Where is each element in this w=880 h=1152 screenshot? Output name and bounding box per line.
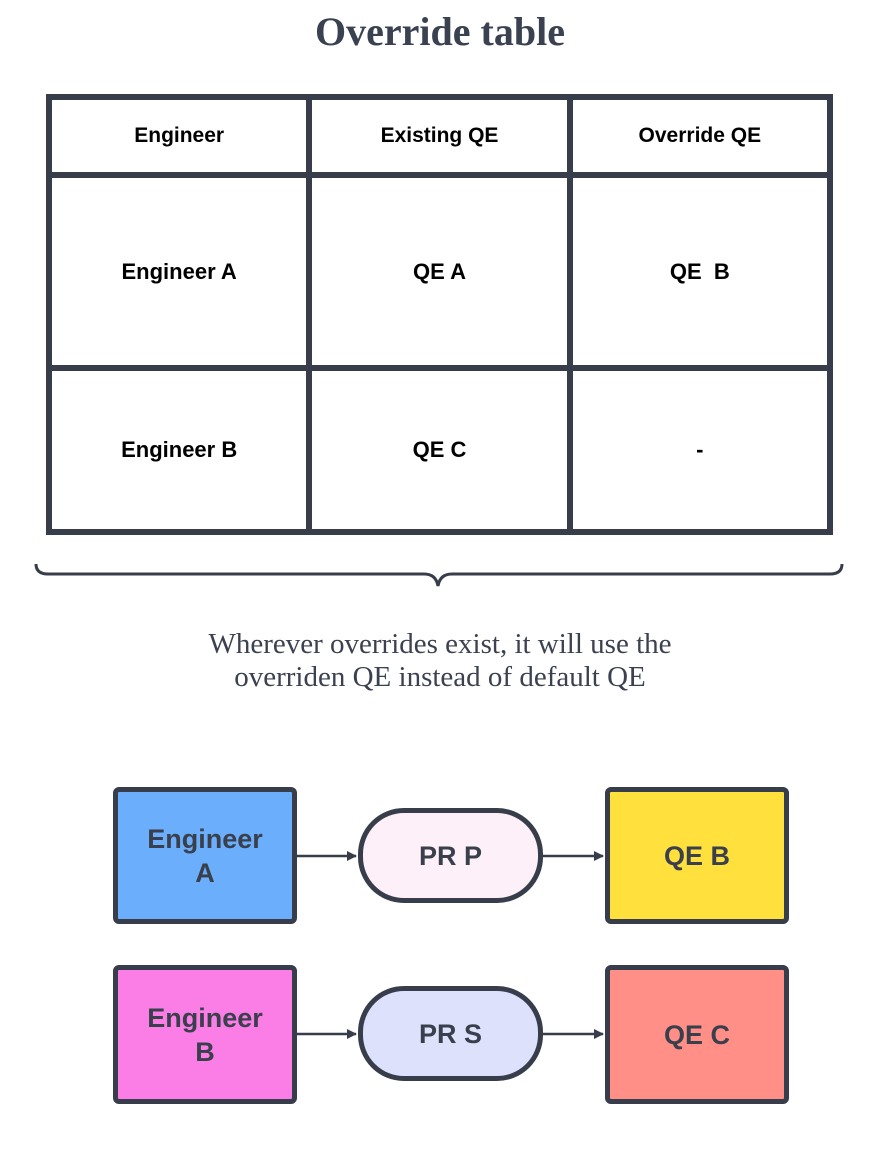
qe-c-label: QE C xyxy=(663,1019,730,1050)
cell-override-qe: - xyxy=(566,365,834,535)
header-existing-qe: Existing QE xyxy=(306,94,573,178)
note-line-2: overriden QE instead of default QE xyxy=(234,661,646,693)
cell-engineer: Engineer B xyxy=(45,365,313,535)
pr-s-node: PR S xyxy=(358,986,543,1081)
table-row: Engineer B QE C - xyxy=(45,365,834,535)
engineer-b-label: Engineer B xyxy=(147,1002,263,1067)
pr-p-node: PR P xyxy=(358,808,543,903)
engineer-b-node: Engineer B xyxy=(113,965,297,1104)
cell-engineer: Engineer A xyxy=(45,172,313,371)
page-title: Override table xyxy=(315,9,565,54)
header-override-qe: Override QE xyxy=(566,94,834,178)
header-engineer: Engineer xyxy=(45,94,313,178)
table-header-row: Engineer Existing QE Override QE xyxy=(45,94,834,178)
engineer-a-node: Engineer A xyxy=(113,787,297,924)
qe-b-node: QE B xyxy=(605,787,789,924)
note-line-1: Wherever overrides exist, it will use th… xyxy=(208,628,672,660)
curly-brace xyxy=(34,563,844,587)
cell-override-qe: QE B xyxy=(566,172,834,371)
engineer-a-label: Engineer A xyxy=(147,823,263,888)
pr-s-label: PR S xyxy=(418,1018,483,1049)
table-row: Engineer A QE A QE B xyxy=(45,172,834,371)
override-table: Engineer Existing QE Override QE Enginee… xyxy=(45,94,834,535)
qe-b-label: QE B xyxy=(663,840,730,871)
cell-existing-qe: QE C xyxy=(306,365,573,535)
override-note: Wherever overrides exist, it will use th… xyxy=(0,628,880,694)
qe-c-node: QE C xyxy=(605,965,789,1104)
cell-existing-qe: QE A xyxy=(306,172,573,371)
pr-p-label: PR P xyxy=(418,840,483,871)
